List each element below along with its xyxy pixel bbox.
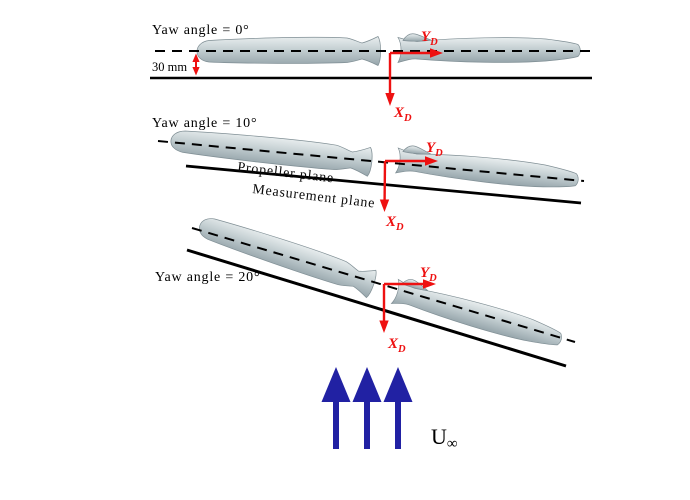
panel-yaw-10: Propeller plane Measurement plane YD XD … (152, 116, 585, 233)
axis-x-subscript: D (395, 222, 404, 233)
yaw-angle-caption-0: Yaw angle = 0° (152, 23, 250, 38)
arrow-shaft (364, 399, 370, 449)
dimension-arrow-30mm (192, 53, 200, 76)
axis-y-arrowhead-icon (425, 156, 438, 166)
axis-y-symbol: Y (421, 29, 432, 45)
panel-yaw-0: 30 mm YD XD Yaw angle = 0° (150, 23, 592, 124)
axis-x-arrowhead-icon (379, 199, 390, 212)
axis-x-subscript: D (397, 344, 406, 355)
axis-y-arrowhead-icon (430, 48, 443, 58)
axis-y-subscript: D (428, 273, 437, 284)
freestream-velocity-label: U∞ (431, 424, 458, 452)
freestream-arrow-icon (321, 367, 351, 449)
arrow-head (383, 367, 413, 402)
arrow-head (352, 367, 382, 402)
axis-y-subscript: D (429, 37, 438, 48)
freestream-arrow-icon (383, 367, 413, 449)
axis-y-subscript: D (434, 148, 443, 159)
axis-x-label: XD (393, 105, 412, 124)
body-axes: YD XD (379, 265, 437, 355)
propeller-axis-centerline (157, 140, 585, 182)
axis-x-symbol: X (385, 214, 397, 230)
axis-x-arrowhead-icon (379, 320, 389, 333)
freestream-subscript: ∞ (447, 436, 458, 452)
axis-x-symbol: X (387, 336, 399, 352)
body-axes: YD XD (379, 140, 443, 233)
fuselage-front (194, 210, 379, 299)
measurement-plane-line (186, 248, 567, 368)
freestream-flow: U∞ (321, 367, 458, 452)
axis-y-symbol: Y (420, 265, 431, 281)
freestream-arrow-icon (352, 367, 382, 449)
axis-y-label: YD (420, 265, 437, 284)
yaw-angle-caption-20: Yaw angle = 20° (155, 270, 260, 285)
freestream-symbol: U (431, 424, 447, 449)
dimension-arrowhead-up-icon (192, 53, 200, 62)
measurement-plane-label: Measurement plane (252, 182, 377, 212)
arrow-shaft (395, 399, 401, 449)
fuselage-rear (395, 144, 581, 193)
arrow-shaft (333, 399, 339, 449)
panel-yaw-20: YD XD Yaw angle = 20° (155, 210, 576, 368)
arrow-head (321, 367, 351, 402)
axis-x-label: XD (385, 214, 404, 233)
axis-x-arrowhead-icon (385, 93, 395, 106)
axis-x-symbol: X (393, 105, 405, 121)
axis-y-label: YD (426, 140, 443, 159)
axis-x-label: XD (387, 336, 406, 355)
axis-y-symbol: Y (426, 140, 437, 156)
axis-y-label: YD (421, 29, 438, 48)
axis-x-subscript: D (403, 113, 412, 124)
measurement-plane-line (185, 164, 582, 205)
dimension-arrowhead-down-icon (192, 67, 200, 76)
axis-y-arrowhead-icon (423, 279, 436, 289)
offset-label: 30 mm (152, 60, 187, 74)
body-axes: YD XD (385, 29, 443, 124)
yaw-angle-caption-10: Yaw angle = 10° (152, 116, 257, 131)
